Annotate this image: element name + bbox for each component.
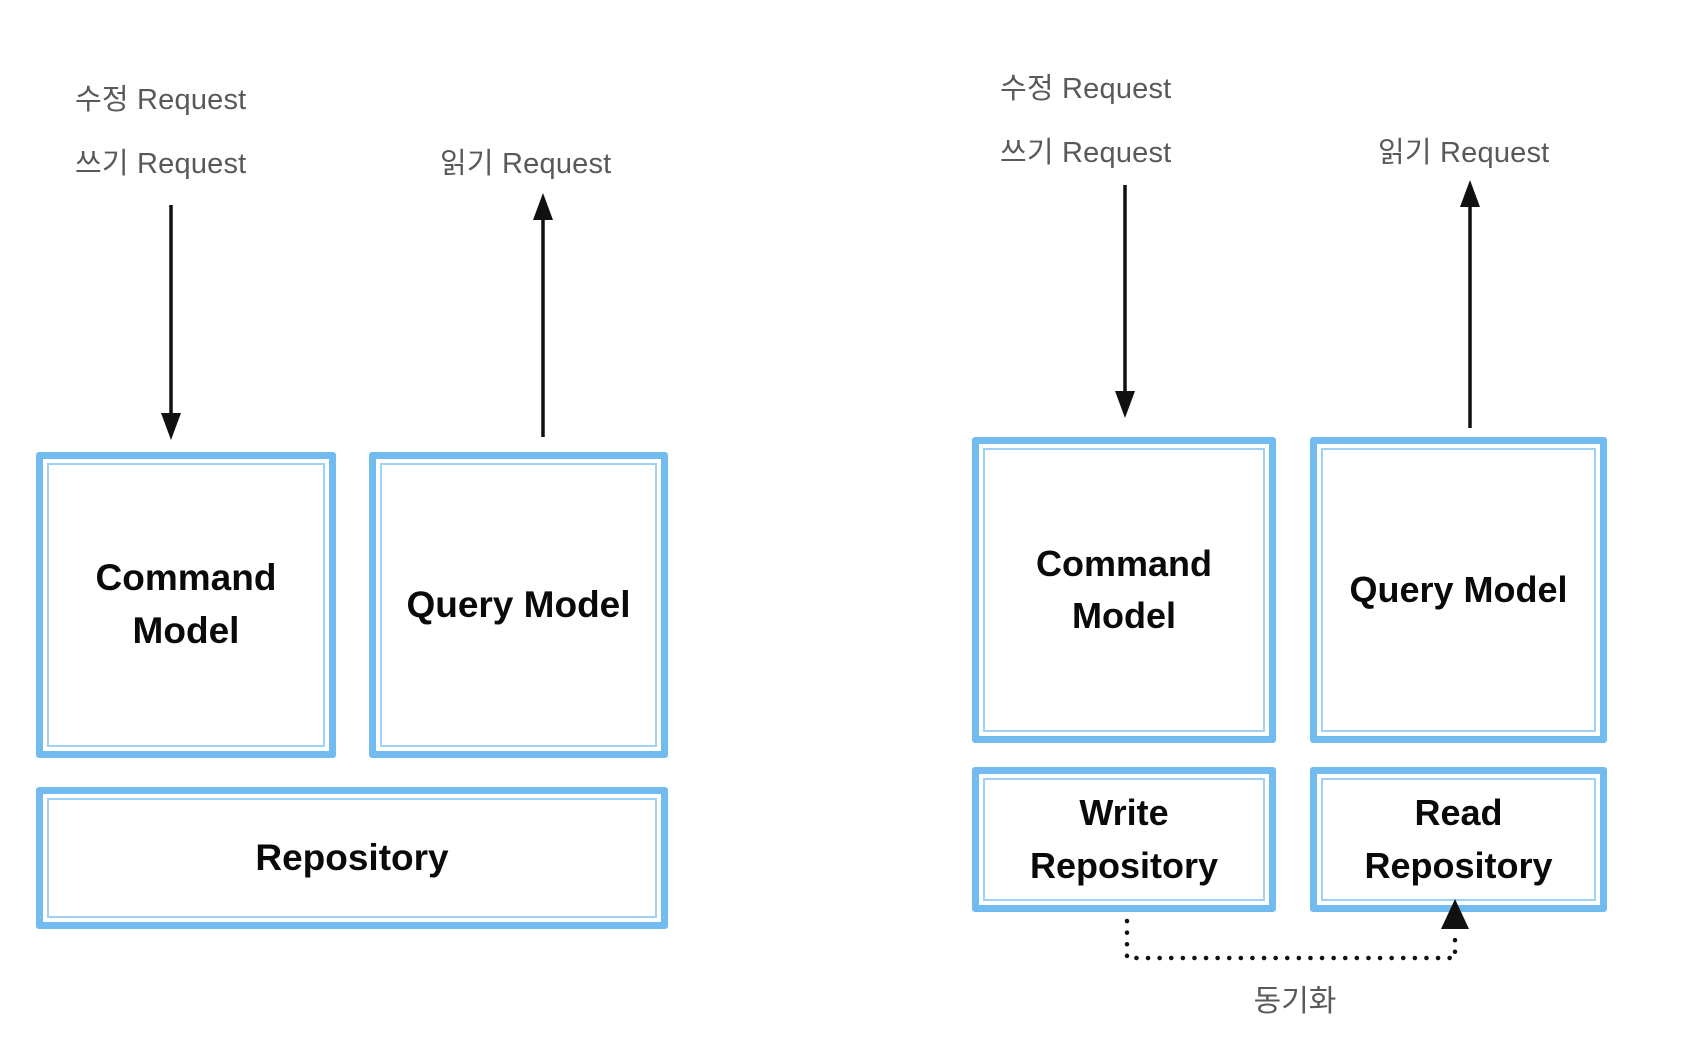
right-read-request-up-arrow [1460,180,1480,428]
right-command-model-label: Command Model [1035,542,1212,636]
right-write-request-label: 쓰기 Request [1000,137,1172,169]
left-repository-label: Repository [255,836,449,878]
right-command-model-box: Command Model [972,437,1276,743]
read-repository-label: Read Repository [1364,792,1553,886]
left-read-request-label: 읽기 Request [440,148,612,180]
left-query-model-box: Query Model [369,452,668,758]
write-repository-label: Write Repository [1029,792,1219,886]
right-write-request-down-arrow [1115,185,1135,418]
write-repository-box: Write Repository [972,767,1276,912]
read-repository-box: Read Repository [1310,767,1607,912]
left-command-model-box: Command Model [36,452,336,758]
right-query-model-label: Query Model [1349,568,1568,610]
left-repository-box: Repository [36,787,668,929]
left-modify-request-label: 수정 Request [75,84,247,116]
left-read-request-up-arrow [533,193,553,437]
right-modify-request-label: 수정 Request [1000,73,1172,105]
right-read-request-label: 읽기 Request [1378,137,1550,169]
left-write-request-label: 쓰기 Request [75,148,247,180]
left-query-model-label: Query Model [406,583,631,625]
sync-label: 동기화 [1253,985,1337,1018]
right-query-model-box: Query Model [1310,437,1607,743]
left-write-request-down-arrow [161,205,181,440]
left-command-model-label: Command Model [95,557,277,651]
